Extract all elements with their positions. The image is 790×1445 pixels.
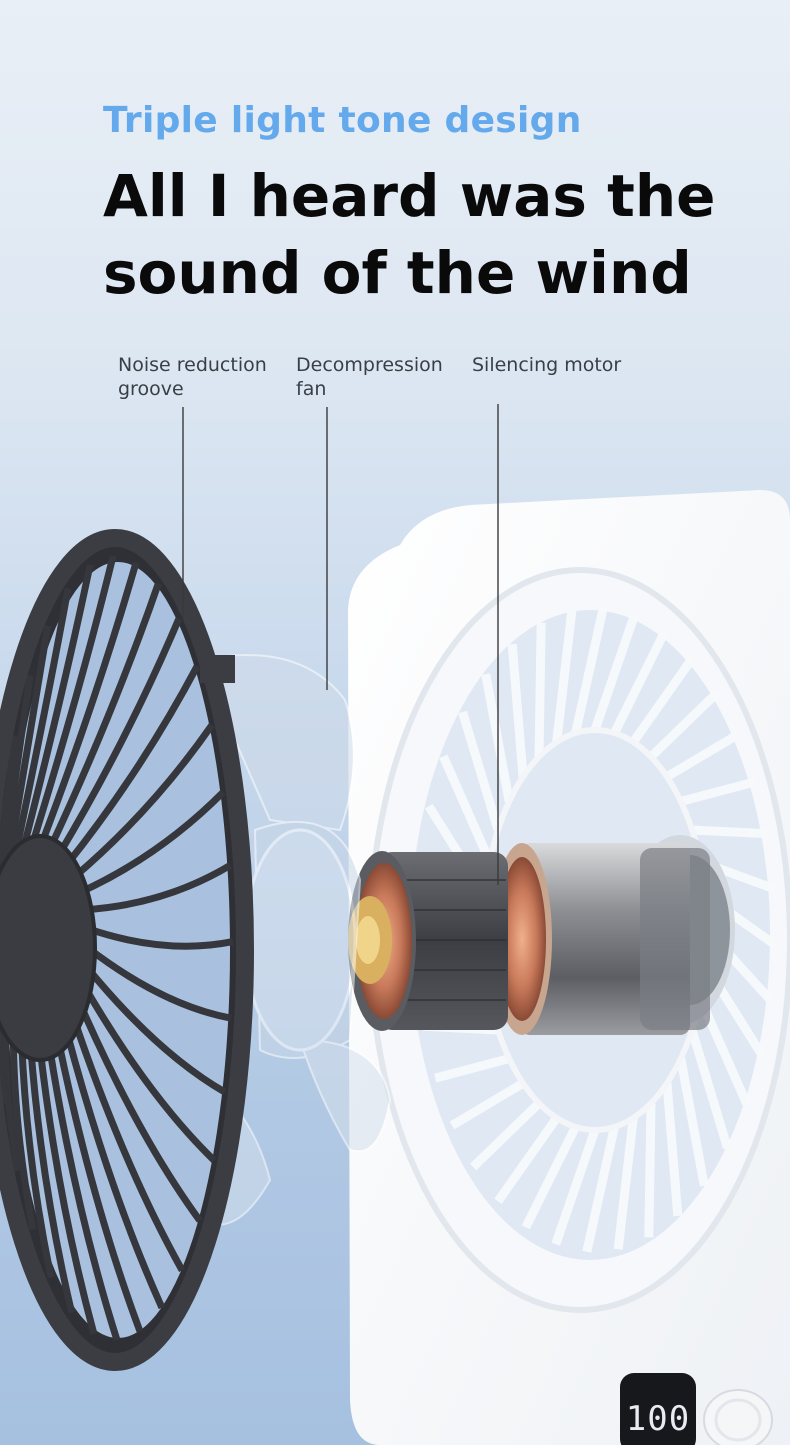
callout-line2: groove [118,378,184,400]
grille-spoke [70,1017,186,1273]
grille-spoke [0,735,20,901]
housing-rib [613,1117,638,1250]
housing-rib [439,754,494,864]
grille-spoke [85,925,234,950]
grille-spoke [84,965,227,1096]
subtitle: Triple light tone design [103,100,582,141]
callout-line1: Noise reduction [118,354,267,376]
housing-rib [571,607,608,735]
grille-spoke [18,564,94,857]
housing-rib [449,1079,526,1130]
grille-spoke [0,1003,11,1105]
housing-rib [551,1128,600,1246]
callout-noise-reduction-groove: Noise reduction groove [118,353,267,401]
grille-spoke [36,1047,98,1335]
housing-rib [691,825,767,839]
housing-rib [494,1115,561,1204]
callout-line2: fan [296,378,327,400]
callout-line1: Decompression [296,354,443,376]
callout-decompression-fan: Decompression fan [296,353,443,401]
grille-spoke [27,555,117,851]
grille-spoke [9,587,72,866]
led-display: 100 [620,1373,696,1445]
callout-silencing-motor: Silencing motor [472,353,621,377]
grille-spoke [18,1040,55,1279]
housing-rib [687,1028,732,1150]
grille-spoke [9,1031,37,1231]
grille-spoke [71,722,215,880]
housing-rib [534,622,546,757]
grille-spoke [76,1002,203,1223]
housing-rib [679,777,756,806]
headline: All I heard was the sound of the wind [103,162,716,307]
housing-rib [644,1103,656,1238]
grille-spoke [45,1045,121,1342]
housing-rib [590,614,639,732]
housing-rib [458,710,503,832]
motor-stator [348,851,508,1031]
grille-spoke [36,561,140,850]
grille-spoke [78,789,226,896]
silencing-motor [492,843,710,1035]
grille-spoke [63,1030,166,1310]
housing-rib [647,689,720,761]
power-button-icon [703,1389,773,1445]
housing-rib [470,1099,543,1171]
housing-rib [582,1125,619,1253]
housing-rib [507,643,528,778]
grille-spoke [63,664,201,868]
grille-spoke [81,984,217,1163]
grille-spoke [84,862,233,914]
housing-rib [521,1124,580,1230]
housing-rib [610,630,669,736]
housing-rib [434,1054,511,1083]
grille-spoke [27,1045,76,1314]
housing-rib [662,1082,683,1217]
grille-spoke [2,625,52,878]
grille-spoke [85,945,232,1022]
grille-spoke [54,1039,144,1333]
grille-spoke [46,582,162,852]
front-grille-noise-reduction [0,529,254,1371]
housing-rib [676,1057,709,1187]
housing-rib [552,610,577,743]
housing-rib [629,656,696,745]
grille-spoke [55,617,183,858]
display-readout: 100 [626,1399,690,1439]
callout-line1: Silencing motor [472,354,622,376]
housing-rib [664,730,741,781]
